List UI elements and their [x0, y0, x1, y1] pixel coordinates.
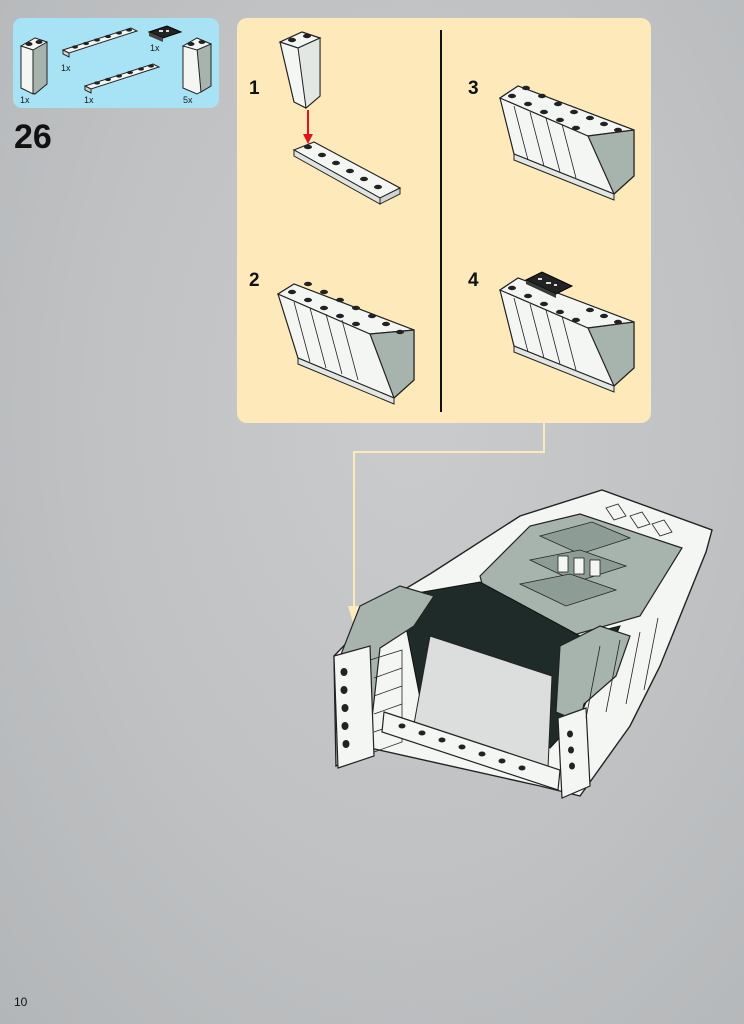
substep-label: 2	[249, 270, 260, 291]
white-slope-brick-part-icon	[181, 37, 213, 95]
parts-list: 1x 1x 1x 1x 5x 1x	[13, 18, 219, 108]
substep-label: 4	[468, 270, 479, 291]
substep-1-illustration	[278, 31, 402, 205]
substep-4-illustration	[498, 271, 635, 393]
printed-tile-part-icon	[147, 25, 183, 42]
page-number: 10	[14, 995, 28, 1009]
part-count: 1x	[150, 43, 160, 53]
substep-2-illustration	[276, 281, 415, 405]
step-number: 26	[14, 118, 52, 156]
main-model-illustration	[333, 489, 713, 799]
plate-1x6-part-icon	[61, 27, 139, 58]
substep-label: 1	[249, 78, 260, 99]
part-count: 5x	[183, 95, 193, 105]
part-count: 1x	[20, 95, 30, 105]
substep-label: 3	[468, 78, 479, 99]
panel-divider	[440, 30, 442, 412]
part-count: 1x	[84, 95, 94, 105]
slope-brick-part-icon	[19, 37, 49, 95]
substep-3-illustration	[498, 85, 635, 201]
plate-1x6-part-icon	[83, 63, 161, 94]
part-count: 1x	[61, 63, 71, 73]
